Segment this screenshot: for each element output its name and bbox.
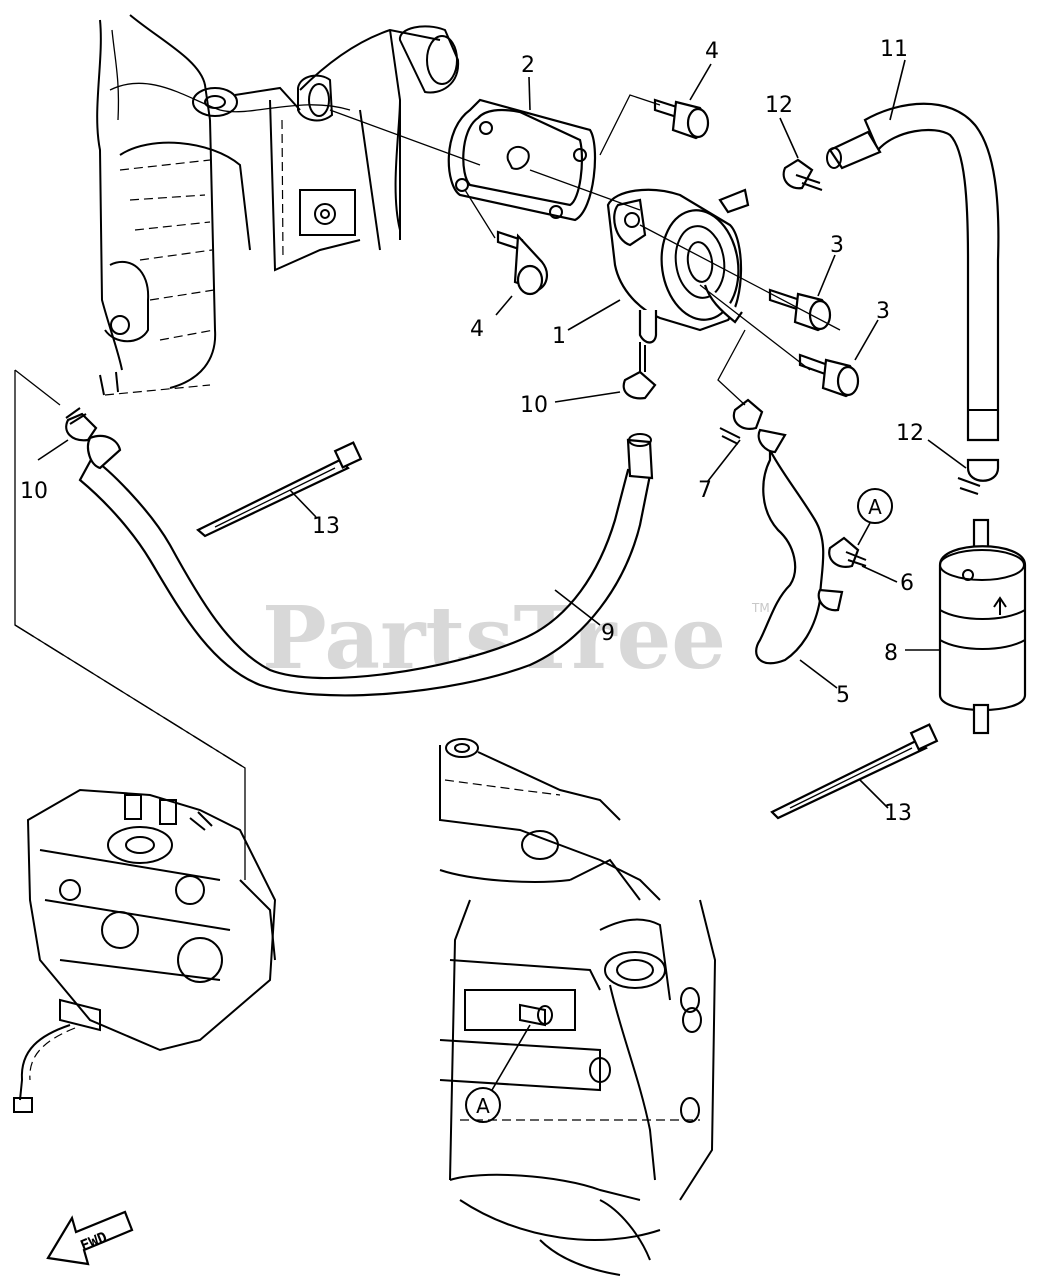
clamp-10-left <box>65 407 98 442</box>
engine-block-lower <box>439 738 717 1276</box>
hose-9 <box>78 433 654 697</box>
ref-marker-a-upper-text: A <box>868 495 882 519</box>
screw-3-lower <box>798 353 860 398</box>
screw-3-upper <box>768 288 832 332</box>
fwd-direction-badge: FWD <box>46 1210 134 1266</box>
callout-10-right: 10 <box>520 393 548 418</box>
bolt-4-lower <box>496 230 548 296</box>
callout-2: 2 <box>521 53 535 78</box>
clamp-12-upper <box>782 158 823 191</box>
ref-marker-a-lower: A <box>465 1024 531 1123</box>
ref-marker-a-lower-text: A <box>476 1094 490 1118</box>
engine-housing-upper <box>96 14 460 396</box>
callout-13-right: 13 <box>884 801 912 826</box>
carburetor-assembly <box>13 788 277 1113</box>
assembly-lines <box>14 94 841 880</box>
callout-6: 6 <box>900 571 914 596</box>
callout-3-lower: 3 <box>876 299 890 324</box>
fuel-pump <box>606 188 750 344</box>
callout-12-lower: 12 <box>896 421 924 446</box>
cable-tie-13-left <box>196 441 363 538</box>
callout-leaders <box>37 59 967 809</box>
clamp-7 <box>719 398 764 445</box>
callout-1: 1 <box>552 324 566 349</box>
clamp-10-right <box>622 342 657 400</box>
watermark: PartsTree TM <box>262 588 770 689</box>
hose-5 <box>755 428 844 665</box>
pump-bracket <box>447 98 597 222</box>
clamp-6 <box>828 536 867 568</box>
callout-5: 5 <box>836 683 850 708</box>
callout-8: 8 <box>884 641 898 666</box>
callout-3-upper: 3 <box>830 233 844 258</box>
callout-labels: 2 4 12 11 3 3 4 1 10 10 12 13 7 6 9 8 5 … <box>20 37 924 826</box>
bolt-4-upper <box>653 98 710 140</box>
ref-marker-a-upper: A <box>857 488 893 546</box>
callout-9: 9 <box>601 621 615 646</box>
callout-11: 11 <box>880 37 908 62</box>
hose-11 <box>826 102 1000 442</box>
callout-4-upper: 4 <box>705 39 719 64</box>
fuel-filter <box>938 518 1027 735</box>
callout-12-upper: 12 <box>765 93 793 118</box>
clamp-12-lower <box>957 458 1000 495</box>
watermark-trademark: TM <box>751 601 770 615</box>
callout-13-left: 13 <box>312 514 340 539</box>
callout-4-lower: 4 <box>470 317 484 342</box>
callout-10-left: 10 <box>20 479 48 504</box>
cable-tie-13-right <box>770 723 939 820</box>
callout-7: 7 <box>698 478 712 503</box>
